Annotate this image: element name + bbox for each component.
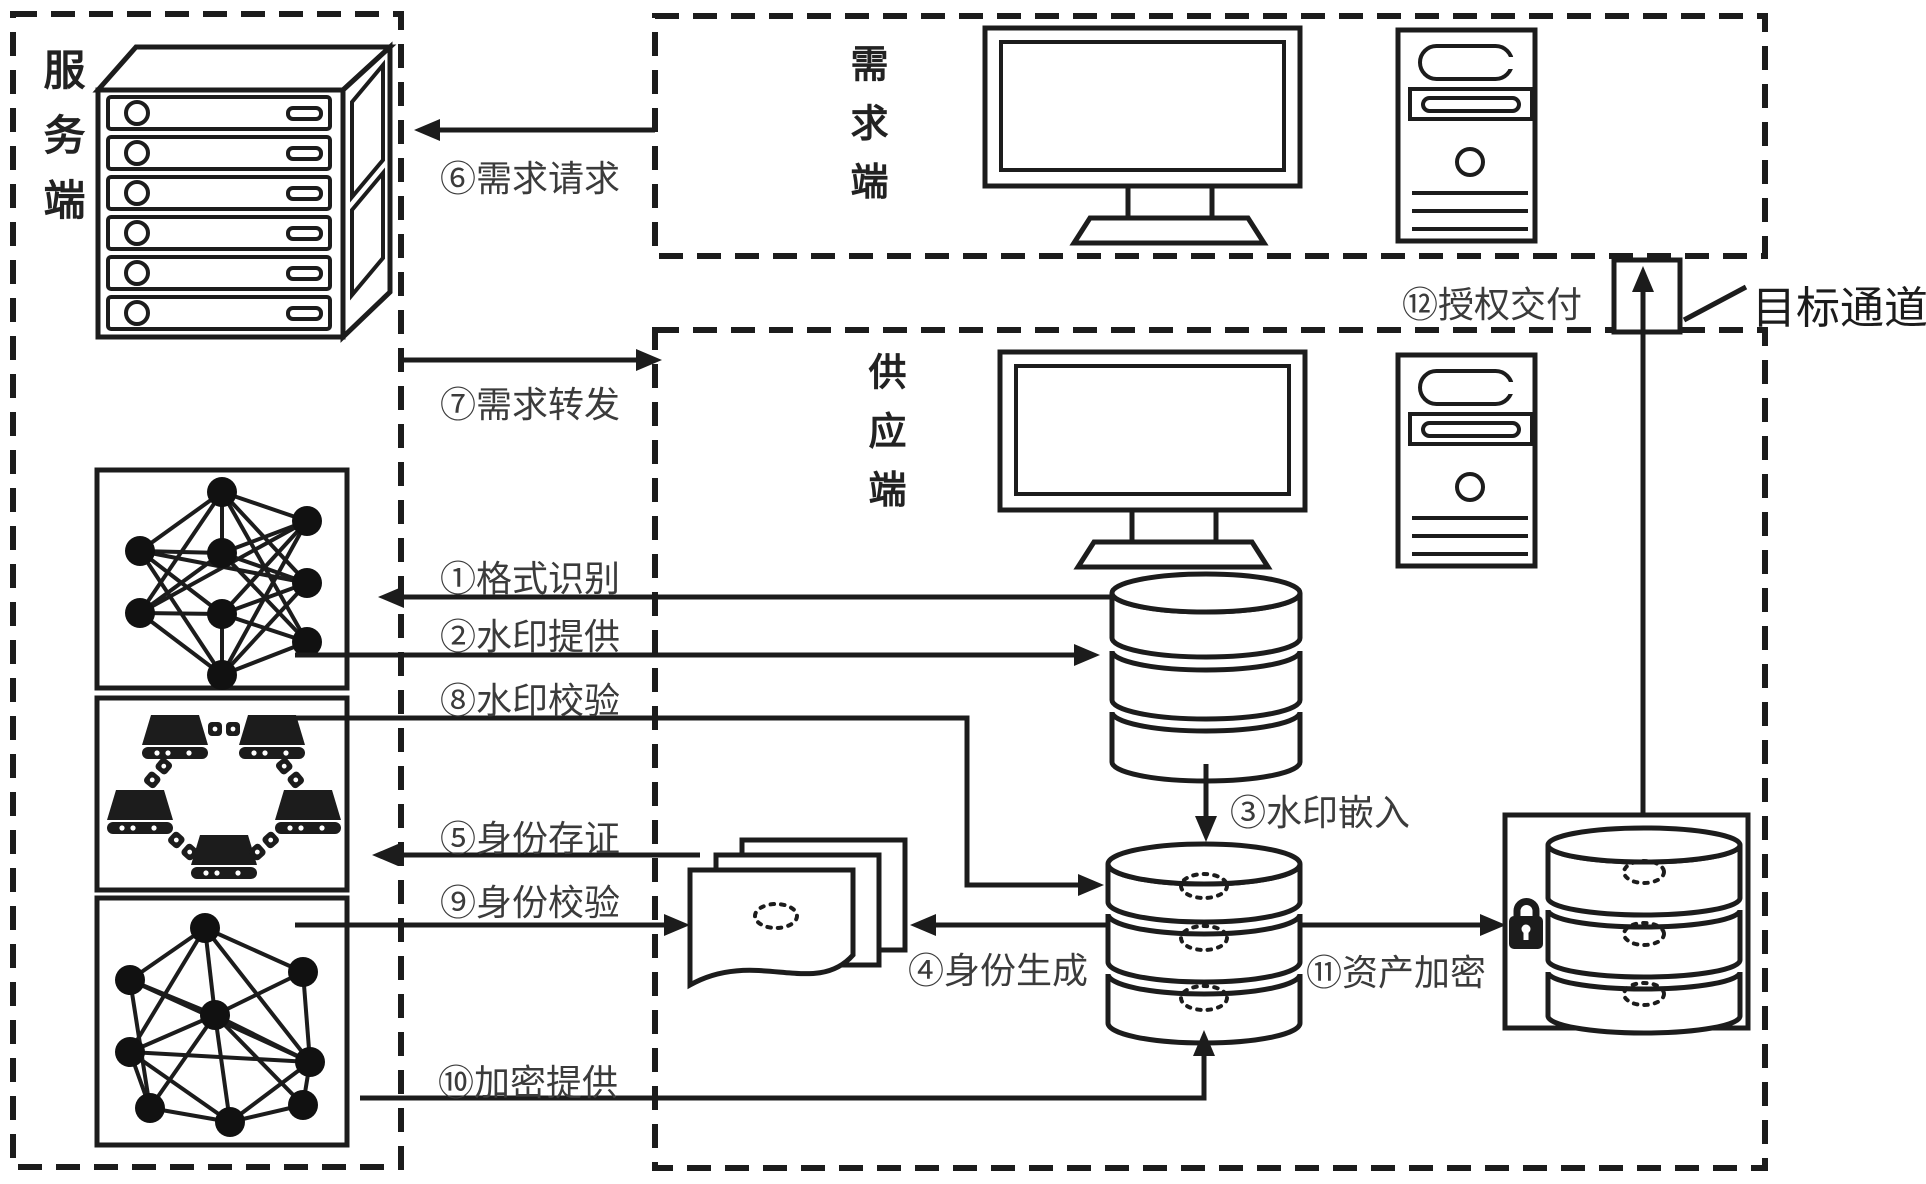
- computer-tower-icon: [1395, 27, 1538, 244]
- flow-label-demand-forward: ⑦需求转发: [440, 385, 621, 425]
- lock-icon: [1509, 898, 1543, 949]
- target-channel-label: 目标通道: [1752, 284, 1926, 333]
- neural-network-icon: [94, 895, 350, 1148]
- flow-label-authorized-delivery: ⑫授权交付: [1402, 285, 1583, 325]
- computer-tower-icon: [1395, 352, 1538, 569]
- flow-label-identity-verify: ⑨身份校验: [440, 883, 621, 923]
- monitor-icon: [997, 349, 1308, 570]
- flow-label-watermark-embed: ③水印嵌入: [1230, 793, 1411, 833]
- flow-label-format-recognition: ①格式识别: [440, 559, 621, 599]
- demand-side-region-border: [652, 13, 1768, 259]
- flow-label-identity-deposit: ⑤身份存证: [440, 819, 621, 859]
- blockchain-nodes-icon: [94, 695, 350, 893]
- flow-label-watermark-provide: ②水印提供: [440, 617, 621, 657]
- supply-side-label: 供应端: [862, 352, 904, 529]
- encrypted-database-icon: [1502, 812, 1751, 1036]
- server-rack-icon: [92, 41, 397, 343]
- demand-side-label: 需求端: [844, 44, 886, 221]
- flow-label-identity-generate: ④身份生成: [908, 951, 1089, 991]
- database-icon: [1109, 571, 1303, 784]
- neural-network-icon: [94, 467, 350, 691]
- flow-arrows: [295, 119, 1654, 1101]
- server-side-label: 服务端: [37, 48, 83, 244]
- target-channel-arrow-icon: [1611, 257, 1748, 335]
- supply-side-region-border: [652, 327, 1768, 1171]
- flow-label-encryption-provide: ⑩加密提供: [438, 1063, 619, 1103]
- watermark-database-icon: [1105, 841, 1303, 1046]
- flow-label-watermark-verify: ⑧水印校验: [440, 681, 621, 721]
- document-stack-icon: [687, 837, 908, 990]
- flow-label-demand-request: ⑥需求请求: [440, 159, 621, 199]
- monitor-icon: [982, 25, 1303, 246]
- flow-label-asset-encrypt: ⑪资产加密: [1306, 953, 1487, 993]
